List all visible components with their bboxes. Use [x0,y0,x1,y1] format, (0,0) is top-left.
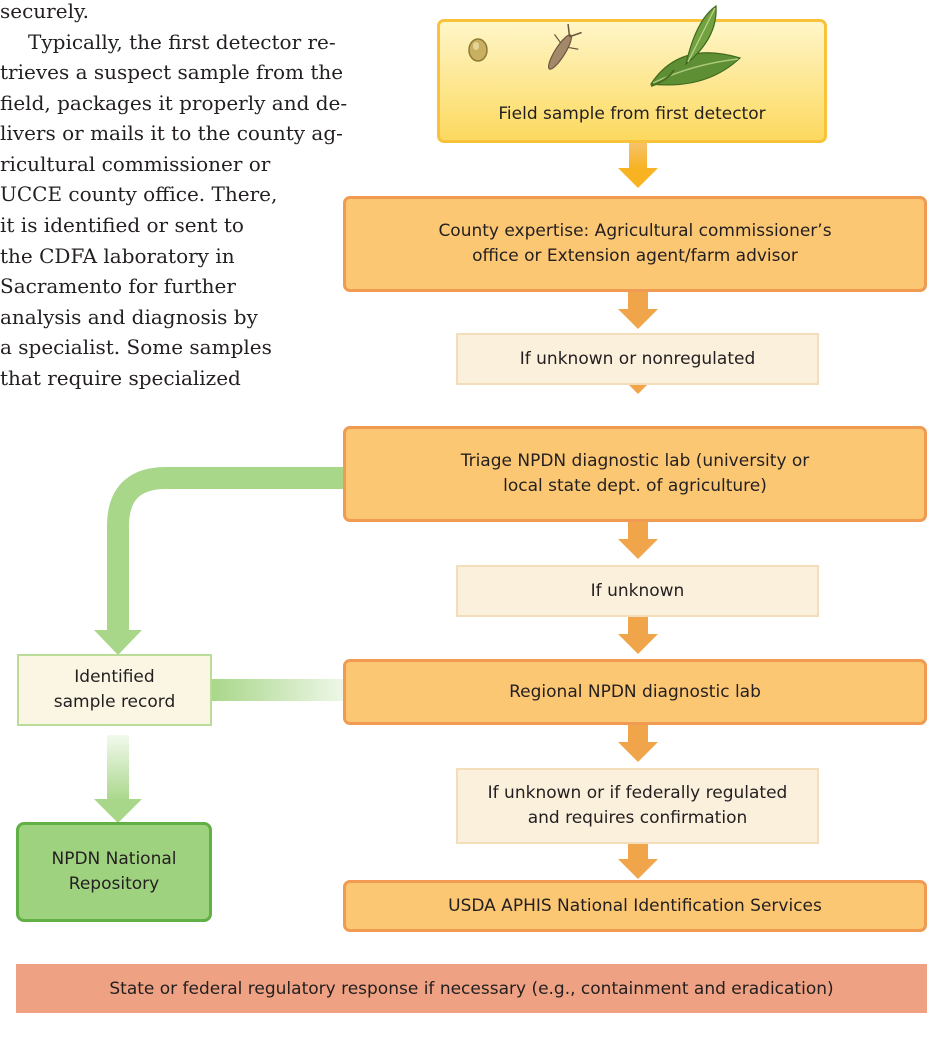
triage-lab-text: Triage NPDN diagnostic lab (university o… [461,449,810,499]
arrow-county-to-note1 [618,291,658,329]
body-line: UCCE county office. There, [0,182,278,206]
arrow-triage-to-record [107,467,344,632]
national-repository-box: NPDN National Repository [16,822,212,922]
triage-lab-line: local state dept. of agriculture) [503,476,767,496]
note-unknown-label: If unknown [590,580,685,601]
identified-record-text: Identified sample record [54,665,176,715]
note-unknown-nonregulated: If unknown or nonregulated [456,333,819,385]
note-unknown-nonregulated-label: If unknown or nonregulated [519,348,756,369]
national-repository-line: NPDN National [51,849,177,869]
arrow-record-to-repository-head [94,799,142,823]
regulatory-response-banner: State or federal regulatory response if … [16,964,927,1013]
field-sample-label: Field sample from first detector [498,104,766,124]
regulatory-response-label: State or federal regulatory response if … [109,978,834,999]
arrow-field-to-county [618,143,658,188]
body-line: ricultural commissioner or [0,152,271,176]
triage-lab-box: Triage NPDN diagnostic lab (university o… [343,426,927,522]
body-line: livers or mails it to the county ag- [0,121,343,145]
note-federal-line: If unknown or if federally regulated [487,783,788,803]
county-expertise-box: County expertise: Agricultural commissio… [343,196,927,292]
note-federal-line: and requires confirmation [527,808,748,828]
body-line: it is identified or sent to [0,213,244,237]
county-expertise-line: office or Extension agent/farm advisor [472,246,798,266]
identified-record-box: Identified sample record [17,654,212,726]
national-repository-line: Repository [68,874,160,894]
arrow-note2-to-regional [618,616,658,654]
identified-record-line: sample record [53,692,176,712]
leaf-illustration [649,4,742,87]
insect-illustration [547,23,582,70]
regional-lab-label: Regional NPDN diagnostic lab [509,681,761,702]
field-sample-box: Field sample from first detector [437,19,827,143]
national-repository-text: NPDN National Repository [51,847,176,897]
county-expertise-line: County expertise: Agricultural commissio… [438,221,832,241]
body-line: Sacramento for further [0,274,236,298]
body-line: analysis and diagnosis by [0,305,258,329]
arrow-note3-to-usda [618,843,658,879]
body-line: that require specialized [0,366,241,390]
county-expertise-text: County expertise: Agricultural commissio… [438,219,831,269]
regional-lab-box: Regional NPDN diagnostic lab [343,659,927,725]
usda-label: USDA APHIS National Identification Servi… [448,895,822,916]
note-federal: If unknown or if federally regulated and… [456,768,819,844]
note-federal-text: If unknown or if federally regulated and… [488,781,788,831]
body-line: trieves a suspect sample from the [0,60,344,84]
triage-lab-line: Triage NPDN diagnostic lab (university o… [460,451,810,471]
arrow-triage-to-record-head [94,630,142,655]
usda-box: USDA APHIS National Identification Servi… [343,880,927,932]
arrow-triage-to-note2 [618,521,658,559]
identified-record-line: Identified [74,667,155,687]
body-line: Typically, the first detector re- [28,30,336,54]
body-line: a specialist. Some samples [0,335,272,359]
connector-regional-to-record [212,679,344,701]
body-line: field, packages it properly and de- [0,91,348,115]
note-unknown: If unknown [456,565,819,617]
specimen-illustrations [468,4,742,87]
body-line: the CDFA laboratory in [0,244,235,268]
seed-illustration [468,38,488,62]
body-line: securely. [0,0,89,23]
arrow-record-to-repository [107,735,129,801]
arrow-regional-to-note3 [618,724,658,762]
